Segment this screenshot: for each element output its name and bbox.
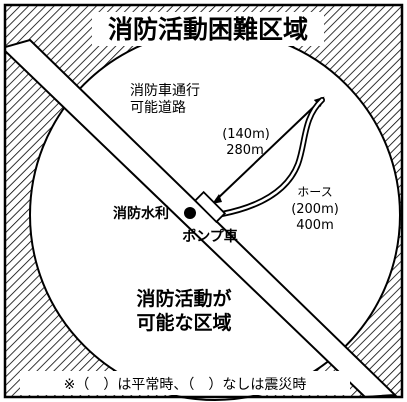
- distance-normal-label: (140m): [222, 127, 270, 142]
- road-label-line2: 可能道路: [130, 100, 186, 116]
- footnote: ※（ ）は平常時、（ ）なしは震災時: [64, 377, 307, 393]
- footnote-box: [20, 371, 350, 395]
- hose-label: ホース: [297, 185, 332, 199]
- distance-arrow-tail: [212, 194, 222, 204]
- pump-truck-label: ポンプ車: [182, 228, 238, 245]
- distance-arrow: [215, 96, 325, 201]
- hose-normal-label: (200m): [291, 202, 339, 217]
- area-label-line2: 可能な区域: [136, 311, 231, 334]
- title: 消防活動困難区域: [108, 15, 308, 44]
- hose-quake-label: 400m: [296, 218, 333, 233]
- water-source-dot: [184, 207, 196, 219]
- area-label-line1: 消防活動が: [136, 287, 231, 310]
- title-banner: [92, 12, 324, 46]
- road: [5, 38, 398, 397]
- road-label-line1: 消防車通行: [130, 82, 200, 99]
- water-source-label: 消防水利: [113, 205, 169, 222]
- distance-quake-label: 280m: [226, 143, 263, 158]
- frame-border: [3, 3, 404, 399]
- hose-line-inner: [220, 98, 324, 216]
- pump-truck-icon: [193, 190, 227, 224]
